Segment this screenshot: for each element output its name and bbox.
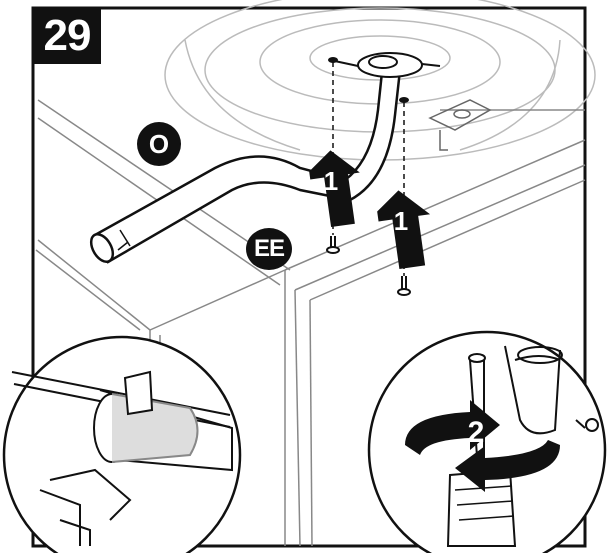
turn-arrow-label: 2	[467, 416, 485, 449]
detail-screwdriver	[367, 330, 607, 553]
lift-arrow-2	[377, 190, 431, 270]
step-number: 29	[43, 11, 92, 60]
turn-arrow	[405, 400, 560, 492]
callout-screw: EE	[246, 228, 292, 270]
screw-top	[328, 57, 409, 103]
lift-arrow-1	[309, 150, 360, 228]
bracket	[428, 99, 492, 151]
callout-hose: O	[137, 122, 181, 166]
lift-arrow-1-label: 1	[323, 166, 339, 196]
lift-arrow-2-label: 1	[393, 206, 409, 236]
detail-hose-end	[2, 335, 242, 553]
step-badge	[33, 8, 101, 64]
screw-ee	[326, 236, 411, 296]
